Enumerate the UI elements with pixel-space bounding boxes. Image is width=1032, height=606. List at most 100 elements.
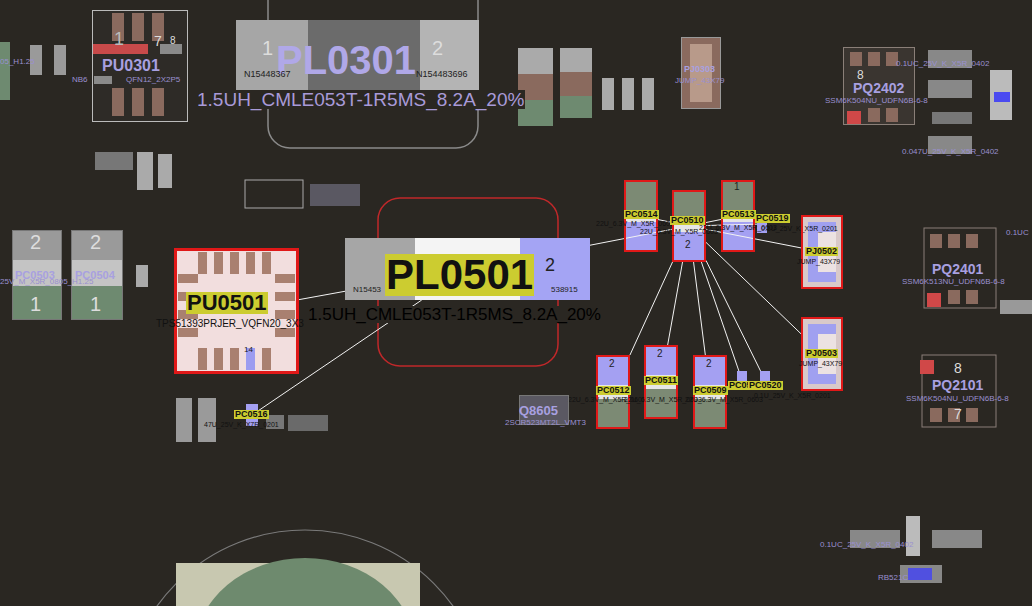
pad — [12, 230, 62, 260]
pad — [71, 286, 123, 320]
ratsnest-line — [706, 219, 721, 222]
pad — [596, 399, 630, 429]
body — [12, 230, 62, 320]
component-label: 1.5UH_CMLE053T-1R5MS_8.2A_20% — [196, 90, 525, 109]
component-footprint: PC051647U_25V_K_X7R_0201 — [246, 404, 258, 426]
pad-row — [178, 252, 295, 370]
pad — [644, 345, 678, 375]
component-footprint: 2PC05031 — [12, 230, 62, 320]
pad — [672, 232, 706, 262]
component-label: PU0301 — [102, 58, 160, 74]
component-footprint: 2PC051122U_6.3V_M_X5R_0603 — [644, 345, 678, 419]
body — [681, 37, 721, 109]
small-part — [0, 42, 1032, 583]
component-label: 14 — [244, 346, 253, 354]
component-label: JUMP_43X79 — [675, 77, 724, 85]
body — [174, 248, 299, 374]
component-footprint: PJ0503JUMP_43X79 — [801, 317, 843, 391]
pad-row — [850, 52, 978, 422]
body — [644, 345, 678, 419]
ratsnest-line — [706, 242, 801, 333]
component-footprint: PC05190.1U_25V_K_X5R_0201 — [757, 215, 767, 233]
component-label: PL0501 — [385, 254, 534, 296]
component-label: 2 — [657, 349, 663, 359]
component-label: 1.5UH_CMLE053T-1R5MS_8.2A_20% — [307, 306, 602, 323]
pad — [596, 355, 630, 385]
silkscreen-text: 0.1UC — [1006, 229, 1029, 237]
body — [843, 47, 915, 125]
ratsnest-line — [630, 262, 673, 355]
component-label: PQ2401 — [932, 262, 983, 276]
component-label: SSM6K504NU_UDFN6B-6-8 — [825, 97, 928, 105]
pad — [132, 88, 144, 116]
component-label: PJ0303 — [684, 65, 715, 74]
component-footprint: Q86052SCR523MT2L_VMT3 — [519, 395, 569, 425]
component-footprint: PJ0303JUMP_43X79 — [681, 37, 721, 109]
pad — [152, 88, 164, 116]
component-label: N154483696 — [416, 70, 468, 79]
pad — [132, 13, 144, 41]
pad — [721, 180, 755, 210]
component-footprint: PQ2401SSM6K513NU_UDFN6B-6-8 — [924, 228, 996, 308]
component-label: 2SCR523MT2L_VMT3 — [505, 419, 586, 427]
component-label: JUMP_43X79 — [797, 258, 840, 265]
component-label: 1 — [30, 294, 41, 314]
component-footprint: PC051422U_6.3V_M_X5R_0603 — [624, 180, 658, 252]
component-label: 0.1U_25V_K_X5R_0201 — [754, 392, 831, 399]
component-label: 8 — [954, 361, 962, 375]
pad — [12, 286, 62, 320]
pad — [693, 399, 727, 429]
component-label: 1 — [90, 294, 101, 314]
body — [71, 230, 123, 320]
component-label: 1 — [114, 30, 124, 48]
component-label: PQ2402 — [853, 81, 904, 95]
ratsnest-line — [668, 262, 683, 345]
component-label: 1 — [734, 182, 740, 192]
component-label: 22U_6.3V_M_X5R_0603 — [685, 396, 763, 403]
pad — [927, 293, 941, 307]
component-footprint: 8PQ21017SSM6K504NU_UDFN6B-6-8 — [922, 355, 996, 427]
component-label: PL0301 — [276, 40, 416, 80]
silkscreen-text: 05_H1.25 — [0, 58, 35, 66]
component-label: 8 — [170, 36, 176, 46]
silkscreen-text: RB521C — [878, 574, 908, 582]
component-footprint: 1PC051322U_6.3V_M_X5R_0603 — [721, 180, 755, 252]
component-footprint: 8PQ2402SSM6K504NU_UDFN6B-6-8 — [843, 47, 915, 125]
component-footprint: PJ0502JUMP_43X79 — [801, 215, 843, 289]
component-label: PJ0502 — [805, 247, 838, 256]
body — [624, 180, 658, 252]
component-footprint: 12PL0301N15448367N1544836961.5UH_CMLE053… — [236, 20, 479, 100]
component-label: 2 — [545, 256, 555, 274]
component-label: NB6 — [72, 76, 88, 84]
body — [924, 228, 996, 308]
component-label: QFN12_2X2P5 — [126, 76, 180, 84]
component-footprint: 2PC051222U_6.3V_M_X5R_0603 — [596, 355, 630, 429]
component-label: 8 — [857, 69, 864, 81]
component-footprint: PU0501TPS51393PRJER_VQFN20_3X314 — [174, 248, 299, 374]
component-label: TPS51393PRJER_VQFN20_3X3 — [156, 319, 304, 329]
pad — [624, 180, 658, 210]
component-footprint: 2PC05041 — [71, 230, 123, 320]
silkscreen-text: 0.1UC_25V_K_X5R_0402 — [896, 60, 989, 68]
footprint — [92, 10, 188, 122]
body — [721, 180, 755, 252]
component-label: SSM6K504NU_UDFN6B-6-8 — [906, 395, 1009, 403]
pad — [847, 111, 861, 125]
pad — [693, 355, 727, 385]
component-label: PC0519 — [755, 214, 790, 223]
pad — [195, 558, 415, 606]
component-footprint: 2PC050922U_6.3V_M_X5R_0603 — [693, 355, 727, 429]
component-label: PC0520 — [748, 381, 783, 390]
outline-circle — [123, 530, 487, 606]
component-label: PC0509 — [693, 386, 728, 395]
component-label: PJ0503 — [805, 349, 838, 358]
component-label: SSM6K513NU_UDFN6B-6-8 — [902, 278, 1005, 286]
component-label: 538915 — [551, 286, 578, 294]
silkscreen-text: 25V_M_X5R_0805_H1.25 — [0, 278, 93, 286]
component-label: PC0510 — [670, 216, 705, 225]
component-label: 7 — [954, 407, 962, 421]
body — [596, 355, 630, 429]
component-label: 2 — [90, 232, 101, 252]
component-label: PC0516 — [234, 410, 269, 419]
component-label: Q8605 — [519, 404, 558, 417]
